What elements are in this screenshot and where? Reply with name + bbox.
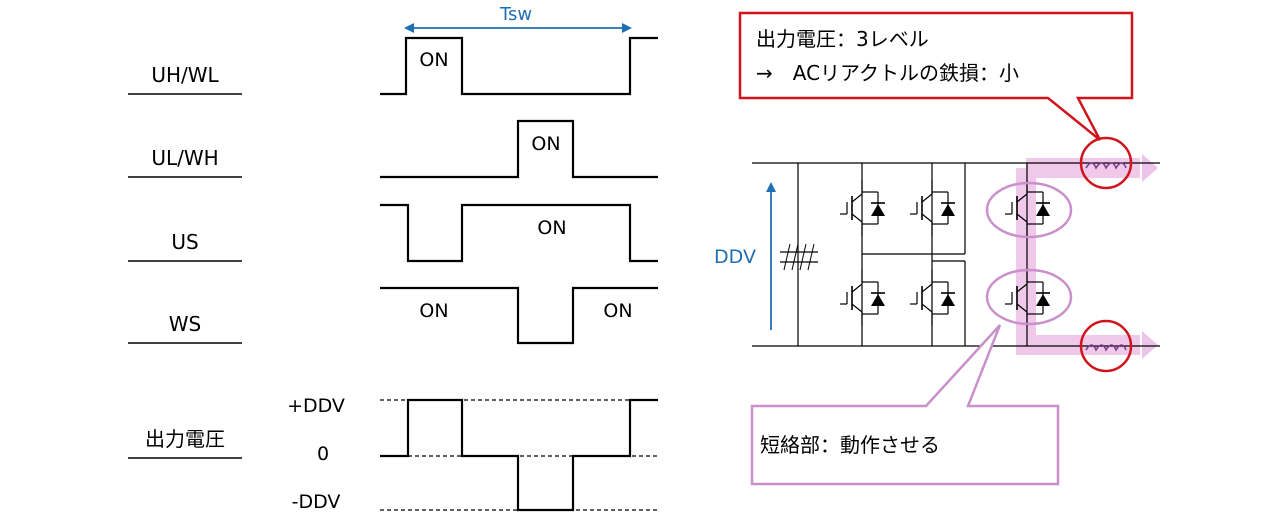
callout-top-line1: 出力電圧：3レベル	[756, 27, 929, 51]
waveform-uh-wl	[380, 36, 658, 96]
callout-output-voltage: 出力電圧：3レベル → ACリアクトルの鉄損：小	[738, 11, 1134, 141]
ddv-label: DDV	[714, 246, 756, 268]
svg-text:WS: WS	[169, 312, 201, 336]
reactor-circle-lower	[1079, 319, 1133, 373]
timing-chart: Tsw UH/WL UL/WH US WS 出力電圧 ON ON ON	[128, 4, 658, 513]
short-circuit-ellipse-lower	[985, 268, 1073, 326]
svg-text:UH/WL: UH/WL	[151, 63, 219, 87]
callout-short-circuit: 短絡部：動作させる	[750, 324, 1060, 486]
svg-text:US: US	[171, 230, 198, 254]
waveform-output	[380, 398, 658, 512]
row-label-ul-wh: UL/WH	[128, 146, 242, 178]
waveform-ws	[380, 286, 658, 345]
pulse-label-uh-wl: ON	[419, 49, 448, 71]
row-label-output: 出力電圧	[128, 427, 242, 459]
callout-top-line2: → ACリアクトルの鉄損：小	[756, 61, 1019, 85]
capacitor-symbol	[780, 243, 818, 271]
waveform-us	[380, 203, 658, 263]
circuit: DDV	[714, 136, 1160, 373]
callout-bottom-text: 短絡部：動作させる	[760, 433, 940, 457]
tsw-label: Tsw	[499, 4, 532, 25]
pulse-label-us: ON	[537, 217, 566, 239]
row-label-ws: WS	[128, 312, 242, 344]
level-label-plus: +DDV	[287, 395, 345, 417]
pulse-label-ul-wh: ON	[531, 133, 560, 155]
row-label-uh-wl: UH/WL	[128, 63, 242, 95]
short-circuit-ellipse-upper	[985, 181, 1073, 239]
waveform-ul-wh	[380, 119, 658, 179]
pulse-label-ws-right: ON	[603, 300, 632, 322]
reactor-circle-upper	[1079, 136, 1133, 190]
row-label-us: US	[128, 230, 242, 262]
pulse-label-ws-left: ON	[419, 300, 448, 322]
level-label-zero: 0	[317, 443, 329, 465]
svg-text:UL/WH: UL/WH	[151, 146, 218, 170]
level-label-minus: -DDV	[292, 491, 341, 513]
svg-text:出力電圧: 出力電圧	[145, 427, 225, 451]
